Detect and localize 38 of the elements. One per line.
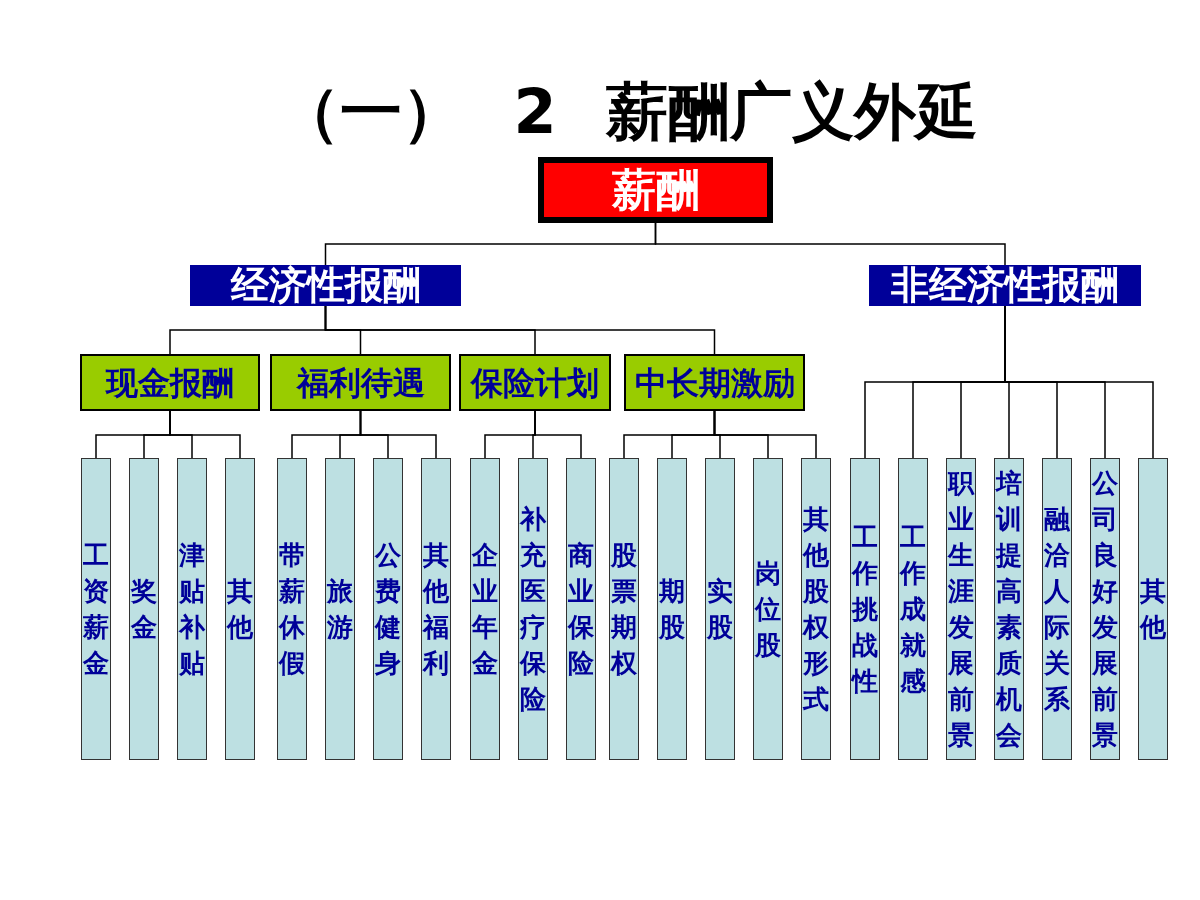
item-box: 其他	[1138, 458, 1168, 760]
item-box: 奖金	[129, 458, 159, 760]
item-box: 期股	[657, 458, 687, 760]
connector-line	[654, 222, 1006, 266]
connector-line	[534, 410, 582, 459]
category-band: 非经济性报酬	[869, 265, 1141, 306]
item-box: 培训提高素质机会	[994, 458, 1024, 760]
item-box: 工作成就感	[898, 458, 928, 760]
item-box: 旅游	[325, 458, 355, 760]
connector-line	[713, 410, 817, 459]
subcategory-box: 福利待遇	[270, 354, 451, 411]
item-box: 股票期权	[609, 458, 639, 760]
item-box: 职业生涯发展前景	[946, 458, 976, 760]
root-box: 薪酬	[538, 157, 773, 223]
item-box: 工作挑战性	[850, 458, 880, 760]
connector-line	[359, 410, 437, 459]
item-box: 商业保险	[566, 458, 596, 760]
item-box: 公费健身	[373, 458, 403, 760]
item-box: 企业年金	[470, 458, 500, 760]
item-box: 其他	[225, 458, 255, 760]
subcategory-box: 保险计划	[459, 354, 611, 411]
item-box: 带薪休假	[277, 458, 307, 760]
item-box: 工资薪金	[81, 458, 111, 760]
item-box: 其他福利	[421, 458, 451, 760]
item-box: 其他股权形式	[801, 458, 831, 760]
subcategory-box: 中长期激励	[624, 354, 805, 411]
item-box: 实股	[705, 458, 735, 760]
item-box: 公司良好发展前景	[1090, 458, 1120, 760]
connector-line	[169, 410, 241, 459]
item-box: 岗位股	[753, 458, 783, 760]
connector-line	[1004, 305, 1154, 459]
connector-line	[324, 305, 716, 355]
subcategory-box: 现金报酬	[80, 354, 260, 411]
item-box: 津贴补贴	[177, 458, 207, 760]
item-box: 补充医疗保险	[518, 458, 548, 760]
item-box: 融洽人际关系	[1042, 458, 1072, 760]
category-band: 经济性报酬	[190, 265, 461, 306]
title: （一） 2 薪酬广义外延	[278, 76, 979, 148]
